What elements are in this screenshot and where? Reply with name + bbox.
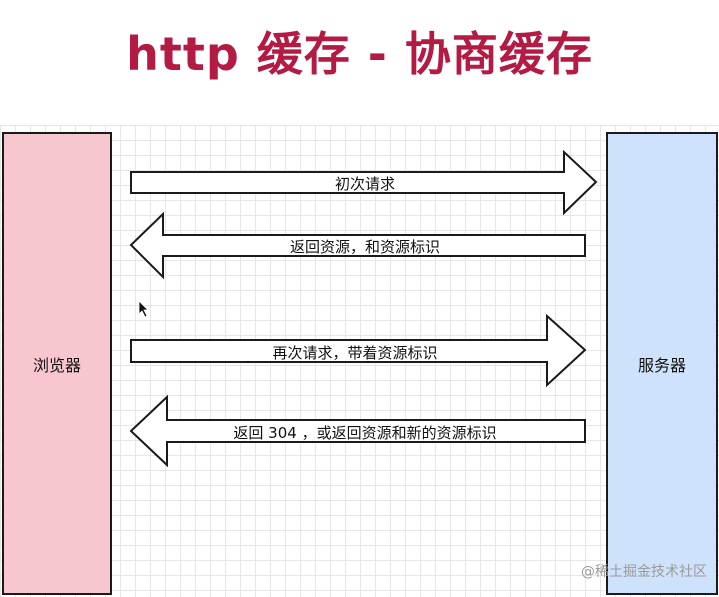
watermark: @稀土掘金技术社区 [581, 564, 707, 580]
arrow-initial-request [130, 149, 598, 216]
arrow-second-request [130, 313, 587, 388]
message-label: 初次请求 [334, 175, 395, 193]
message-label: 返回 304 ，或返回资源和新的资源标识 [233, 424, 497, 442]
server-label: 服务器 [637, 355, 686, 375]
arrow-return-304 [129, 394, 586, 468]
message-label: 返回资源，和资源标识 [289, 238, 440, 256]
browser-label: 浏览器 [32, 355, 81, 375]
browser-box: 浏览器 [2, 132, 112, 595]
arrow-return-resource [129, 211, 586, 280]
message-label: 再次请求，带着资源标识 [272, 344, 438, 362]
server-box: 服务器 [606, 132, 718, 595]
page-title: http 缓存 - 协商缓存 [126, 27, 593, 81]
mouse-cursor-icon [138, 300, 149, 318]
